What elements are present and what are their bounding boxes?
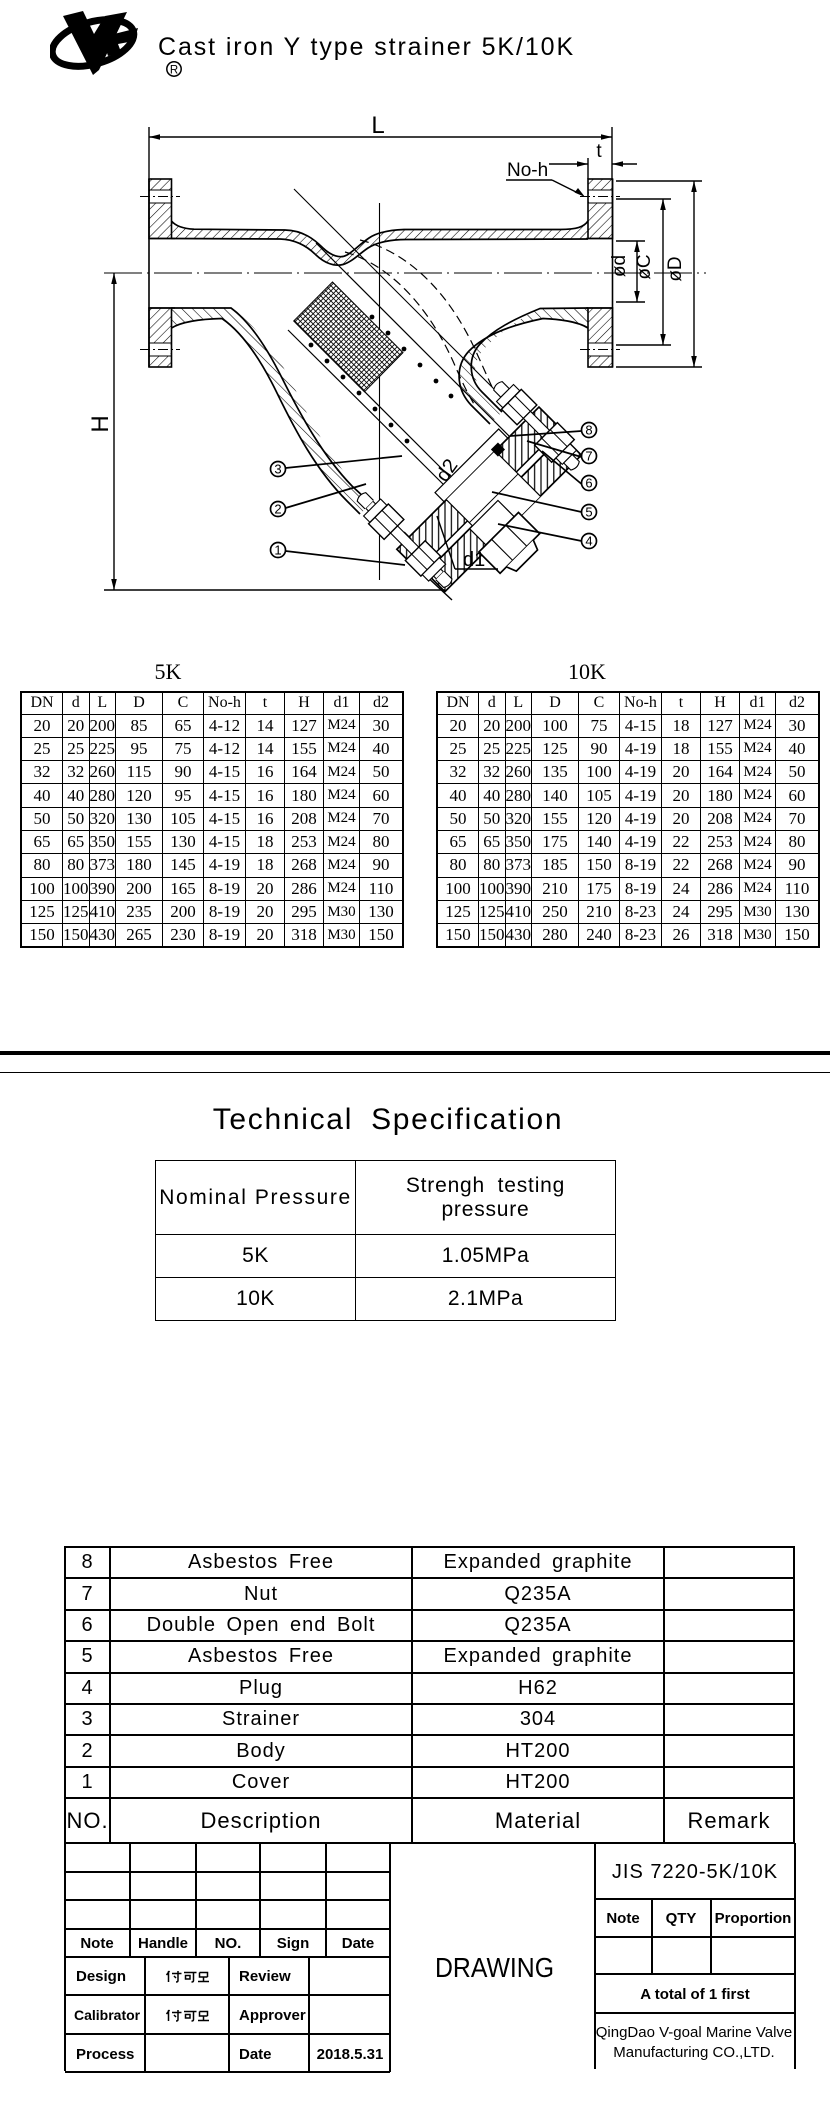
svg-text:A total of 1 first: A total of 1 first (640, 1986, 749, 2003)
svg-text:NO.: NO. (215, 1935, 242, 1952)
svg-text:d1: d1 (463, 549, 485, 571)
svg-text:7: 7 (585, 449, 592, 464)
svg-text:Handle: Handle (138, 1935, 188, 1952)
svg-text:L: L (371, 112, 384, 139)
svg-text:Sign: Sign (277, 1935, 310, 1952)
svg-text:t: t (596, 141, 602, 162)
svg-text:3: 3 (274, 462, 281, 477)
svg-text:DRAWING: DRAWING (435, 1952, 554, 1983)
svg-text:QingDao V-goal Marine Valve: QingDao V-goal Marine Valve (596, 2024, 793, 2041)
svg-text:H: H (87, 415, 114, 432)
svg-text:2: 2 (274, 502, 281, 517)
svg-text:6: 6 (585, 476, 592, 491)
svg-text:Process: Process (76, 2046, 134, 2063)
svg-text:Date: Date (239, 2046, 272, 2063)
svg-text:ød: ød (609, 255, 630, 277)
svg-text:Date: Date (342, 1935, 375, 1952)
svg-text:2018.5.31: 2018.5.31 (317, 2046, 384, 2063)
svg-text:5: 5 (585, 505, 592, 520)
svg-text:øC: øC (634, 254, 655, 279)
svg-text:4: 4 (585, 534, 592, 549)
svg-text:Design: Design (76, 1968, 126, 1985)
svg-text:1: 1 (274, 543, 281, 558)
svg-text:Review: Review (239, 1968, 291, 1985)
svg-text:8: 8 (585, 423, 592, 438)
svg-text:Note: Note (80, 1935, 113, 1952)
svg-text:Proportion: Proportion (715, 1910, 792, 1927)
svg-text:R: R (170, 65, 178, 77)
svg-text:Note: Note (606, 1910, 639, 1927)
svg-text:Calibrator: Calibrator (74, 2007, 141, 2023)
svg-text:øD: øD (665, 256, 686, 281)
svg-text:No-h: No-h (507, 160, 548, 181)
svg-text:JIS 7220-5K/10K: JIS 7220-5K/10K (612, 1861, 778, 1883)
svg-text:Approver: Approver (239, 2007, 306, 2024)
svg-text:QTY: QTY (666, 1910, 697, 1927)
svg-text:Manufacturing CO.,LTD.: Manufacturing CO.,LTD. (613, 2044, 774, 2061)
